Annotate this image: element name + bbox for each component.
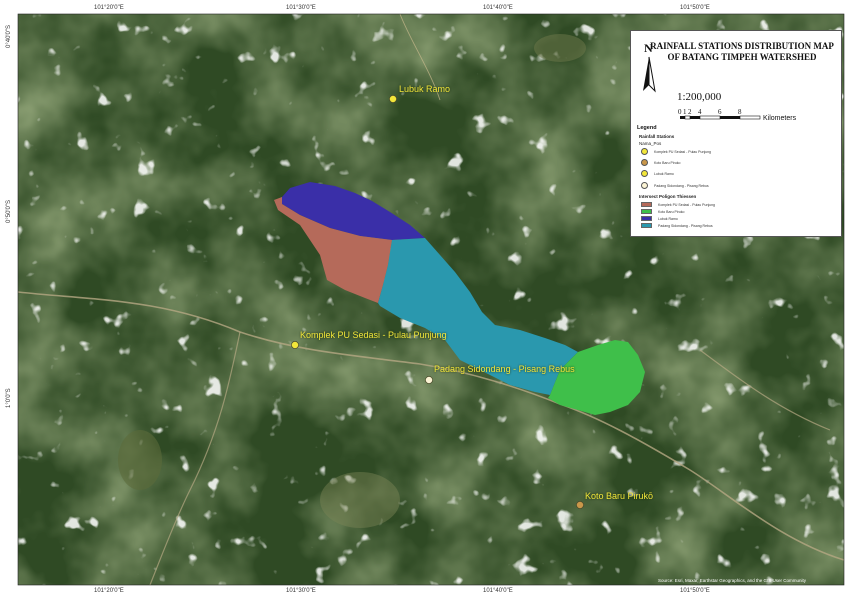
- grid-tick-bottom-1: 101°20'0"E: [94, 588, 124, 594]
- attribution-text: Source: Esri, Maxar, Earthstar Geographi…: [658, 578, 807, 583]
- station-label-padang-sidondang: Padang Sidondang - Pisang Rebus: [434, 364, 575, 374]
- grid-tick-top-3: 101°40'0"E: [483, 5, 513, 11]
- scale-tick-6: 6: [718, 108, 722, 116]
- map-neatline: [17, 13, 845, 586]
- legend-station-label: Lubuk Ramo: [654, 171, 674, 176]
- legend-station-row: Padang Sidondang - Pisang Rebus: [641, 181, 709, 190]
- station-marker-lubuk-ramo[interactable]: [389, 95, 397, 103]
- legend-station-row: Komplek PU Sedasi - Pulau Punjung: [641, 147, 711, 156]
- scale-tick-4: 4: [698, 108, 702, 116]
- legend-polygon-label: Lubuk Ramo: [658, 216, 678, 221]
- grid-tick-bottom-4: 101°50'0"E: [680, 588, 710, 594]
- legend-stations-heading: Rainfall Stations: [639, 134, 675, 139]
- grid-tick-left-3: 1°0'0"S: [6, 388, 12, 408]
- map-title: RAINFALL STATIONS DISTRIBUTION MAP OF BA…: [650, 41, 834, 62]
- legend-station-symbol: [641, 159, 648, 166]
- legend-polygon-swatch: [641, 223, 652, 228]
- grid-tick-bottom-2: 101°30'0"E: [286, 588, 316, 594]
- legend-polygon-label: Komplek PU Sedasi - Pulau Punjung: [658, 202, 716, 207]
- clearing: [118, 430, 162, 490]
- scale-tick-2: 2: [688, 108, 692, 116]
- legend-polygon-row: Padang Sidondang - Pisang Rebus: [641, 221, 713, 230]
- polygon-komplek-pu-sedasi[interactable]: [274, 197, 392, 303]
- legend-station-row: Koto Baru Piruko: [641, 158, 680, 167]
- river: [18, 291, 844, 561]
- river-tributary: [699, 349, 831, 431]
- clearing: [320, 472, 400, 528]
- polygon-koto-baru-piruko[interactable]: [548, 340, 645, 415]
- north-label: N: [644, 41, 653, 55]
- legend-station-label: Koto Baru Piruko: [654, 160, 681, 165]
- legend-stations-field: Nama_Pos: [639, 141, 662, 146]
- station-label-lubuk-ramo: Lubuk Ramo: [399, 84, 451, 94]
- grid-tick-top-4: 101°50'0"E: [680, 5, 710, 11]
- north-arrow-icon: [643, 56, 656, 93]
- legend-heading: Legend: [637, 125, 657, 131]
- legend-station-row: Lubuk Ramo: [641, 169, 674, 178]
- legend-panel: N RAINFALL STATIONS DISTRIBUTION MAP OF …: [630, 30, 842, 237]
- grid-tick-top-1: 101°20'0"E: [94, 5, 124, 11]
- polygon-padang-sidondang[interactable]: [378, 238, 578, 395]
- scale-tick-1: 1: [683, 108, 687, 116]
- legend-polygon-swatch: [641, 216, 652, 221]
- river-tributary: [149, 331, 241, 585]
- scale-bar: 0 1 2 4 6 8 Kilometers: [678, 108, 797, 122]
- legend-station-symbol: [641, 170, 648, 177]
- scale-tick-8: 8: [738, 108, 742, 116]
- grid-tick-left-1: 0°40'0"S: [6, 24, 12, 48]
- station-label-koto-baru-piruko: Koto Baru Pirukō: [585, 491, 654, 501]
- legend-polygons-heading: Intersect Poligon Thiessen: [639, 194, 697, 199]
- station-marker-koto-baru-piruko[interactable]: [576, 501, 584, 509]
- thiessen-polygons: [274, 182, 645, 415]
- road: [399, 14, 441, 101]
- legend-polygon-swatch: [641, 209, 652, 214]
- legend-station-label: Komplek PU Sedasi - Pulau Punjung: [654, 149, 712, 154]
- legend-station-label: Padang Sidondang - Pisang Rebus: [654, 183, 709, 188]
- station-marker-padang-sidondang[interactable]: [425, 376, 433, 384]
- station-label-komplek-pu-sedasi: Komplek PU Sedasi - Pulau Punjung: [300, 330, 447, 340]
- grid-tick-bottom-3: 101°40'0"E: [483, 588, 513, 594]
- legend-station-symbol: [641, 182, 648, 189]
- station-marker-komplek-pu-sedasi[interactable]: [291, 341, 299, 349]
- grid-tick-top-2: 101°30'0"E: [286, 5, 316, 11]
- scale-unit: Kilometers: [763, 115, 797, 122]
- scale-tick-0: 0: [678, 108, 682, 116]
- legend-polygon-label: Koto Baru Piruko: [658, 209, 685, 214]
- legend-polygon-row: Lubuk Ramo: [641, 214, 678, 223]
- legend-polygon-row: Koto Baru Piruko: [641, 207, 684, 216]
- legend-polygon-row: Komplek PU Sedasi - Pulau Punjung: [641, 200, 715, 209]
- scale-ratio: 1:200,000: [677, 91, 722, 103]
- polygon-lubuk-ramo[interactable]: [282, 182, 425, 240]
- legend-polygon-label: Padang Sidondang - Pisang Rebus: [658, 223, 713, 228]
- grid-tick-left-2: 0°50'0"S: [6, 199, 12, 223]
- legend-polygon-swatch: [641, 202, 652, 207]
- station-markers: [291, 95, 584, 509]
- clearing: [534, 34, 586, 62]
- legend-station-symbol: [641, 148, 648, 155]
